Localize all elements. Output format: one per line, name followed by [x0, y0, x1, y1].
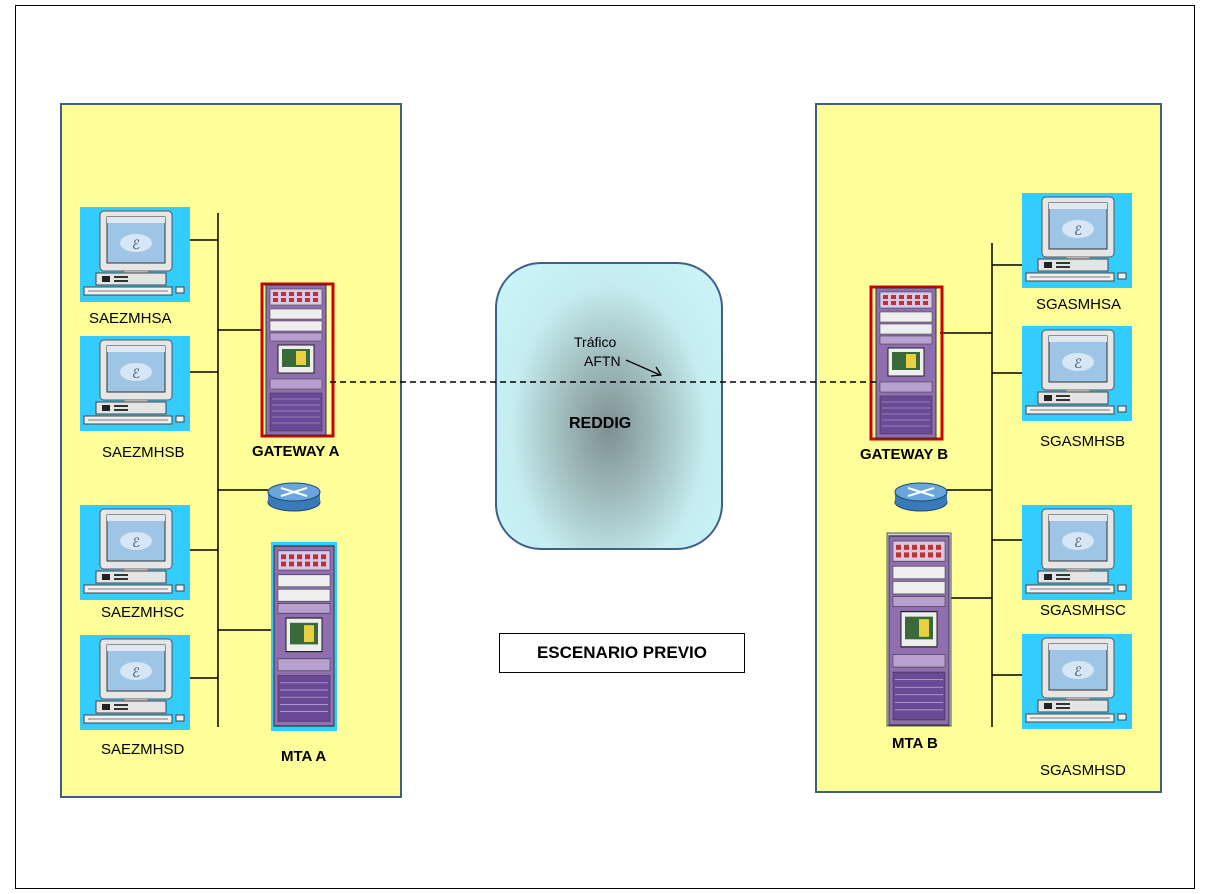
workstation-label-saezmhsb: SAEZMHSB: [102, 444, 185, 461]
router-a-icon: [267, 482, 321, 512]
mta-a-label: MTA A: [281, 748, 327, 765]
workstation-saezmhsb-icon: [79, 335, 191, 432]
mta-b-server-icon: [886, 532, 952, 727]
workstation-saezmhsd-icon: [79, 634, 191, 731]
workstation-saezmhsc-icon: [79, 504, 191, 601]
scenario-title-box: ESCENARIO PREVIO: [499, 633, 745, 673]
workstation-label-sgasmhsa: SGASMHSA: [1036, 296, 1122, 313]
mta-b-label: MTA B: [892, 735, 938, 752]
workstation-label-saezmhsc: SAEZMHSC: [101, 604, 185, 621]
traffic-arrow: [625, 359, 661, 376]
workstation-label-sgasmhsb: SGASMHSB: [1040, 433, 1126, 450]
workstation-label-sgasmhsc: SGASMHSC: [1040, 602, 1126, 619]
scenario-title: ESCENARIO PREVIO: [536, 643, 708, 662]
diagram-frame: [15, 5, 1195, 889]
reddig-network-cloud: [495, 262, 723, 550]
workstation-sgasmhsa-icon: [1021, 192, 1133, 289]
workstation-sgasmhsb-icon: [1021, 325, 1133, 422]
traffic-label-line1: Tráfico: [574, 334, 617, 350]
workstation-saezmhsa-icon: [79, 206, 191, 303]
gateway-a-server-icon: [260, 282, 335, 438]
traffic-label-line2: AFTN: [584, 353, 621, 369]
gateway-b-server-icon: [869, 285, 944, 441]
workstation-label-saezmhsa: SAEZMHSA: [89, 310, 172, 327]
reddig-label: REDDIG: [569, 415, 632, 432]
router-b-icon: [894, 482, 948, 512]
workstation-label-sgasmhsd: SGASMHSD: [1040, 762, 1126, 779]
workstation-label-saezmhsd: SAEZMHSD: [101, 741, 185, 758]
workstation-sgasmhsc-icon: [1021, 504, 1133, 601]
mta-a-server-icon: [271, 542, 337, 731]
gateway-b-label: GATEWAY B: [860, 446, 949, 463]
gateway-a-label: GATEWAY A: [252, 443, 340, 460]
workstation-sgasmhsd-icon: [1021, 633, 1133, 730]
